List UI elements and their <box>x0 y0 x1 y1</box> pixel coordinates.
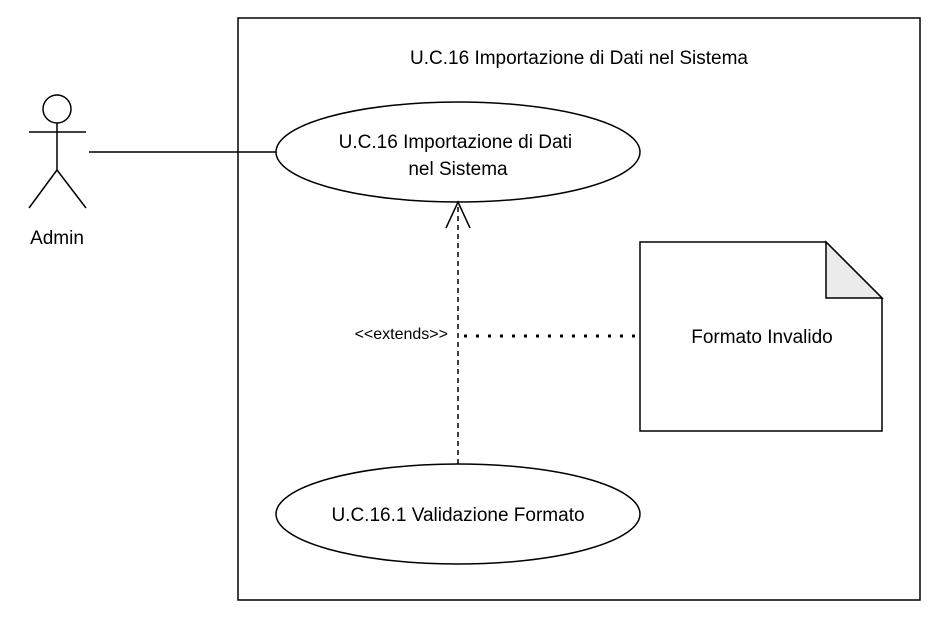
actor-label: Admin <box>30 228 84 249</box>
use-case-main-label-line1: U.C.16 Importazione di Dati <box>339 132 572 153</box>
actor-head <box>42 94 72 124</box>
use-case-extension-label: U.C.16.1 Validazione Formato <box>331 505 584 526</box>
note-formato-invalido[interactable]: Formato Invalido <box>639 240 884 432</box>
note-shape <box>639 241 883 432</box>
use-case-main[interactable]: U.C.16 Importazione di Dati nel Sistema <box>275 101 641 203</box>
note-fold <box>825 240 884 299</box>
note-text: Formato Invalido <box>691 327 833 348</box>
actor-admin[interactable]: Admin <box>28 94 87 249</box>
use-case-extension-ellipse <box>275 463 641 565</box>
system-title: U.C.16 Importazione di Dati nel Sistema <box>410 48 748 69</box>
extend-stereotype-label: <<extends>> <box>355 326 448 343</box>
use-case-main-label-line2: nel Sistema <box>408 159 508 180</box>
extend-arrowhead <box>445 200 471 229</box>
actor-left-leg <box>28 169 58 209</box>
use-case-extension[interactable]: U.C.16.1 Validazione Formato <box>275 463 641 565</box>
actor-right-leg <box>56 169 87 209</box>
use-case-main-label: U.C.16 Importazione di Dati nel Sistema <box>339 132 578 180</box>
